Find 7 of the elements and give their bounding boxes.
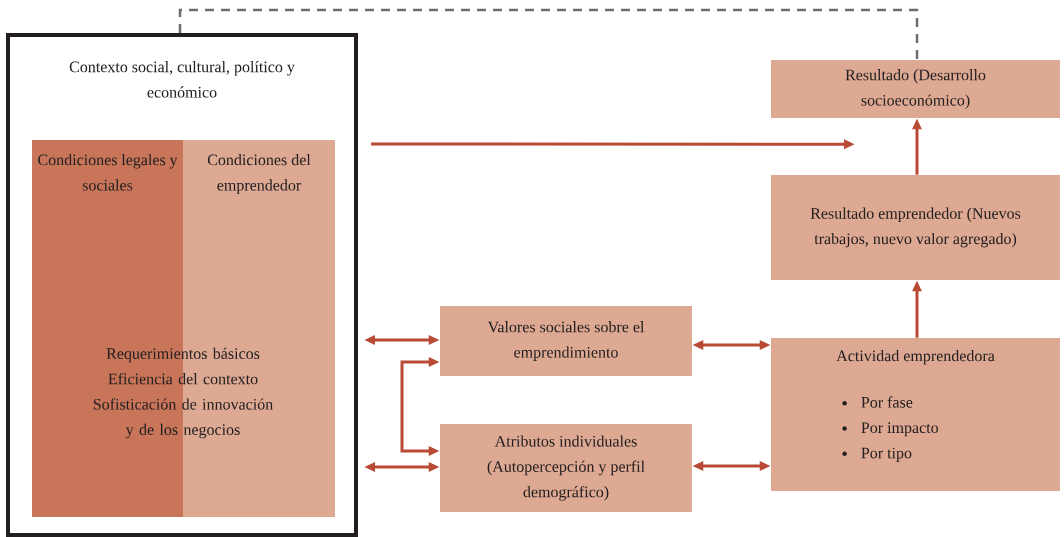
process-box: Resultado (Desarrollo socioeconómico) [771,60,1060,118]
process-box: Actividad emprendedora Por fase Por impacto Por tipo [771,338,1060,491]
factor-list: Requerimientos básicos Eficiencia del contexto Sofisticación de innovación y de los negocios [93,347,273,439]
process-box: Atributos individuales (Autopercepción y perfil demográfico) [440,424,692,512]
process-box: Valores sociales sobre el emprendimiento [440,306,692,376]
dashed-connector [178,8,919,60]
process-box: Resultado emprendedor (Nuevos trabajos, nuevo valor agregado) [771,175,1060,280]
